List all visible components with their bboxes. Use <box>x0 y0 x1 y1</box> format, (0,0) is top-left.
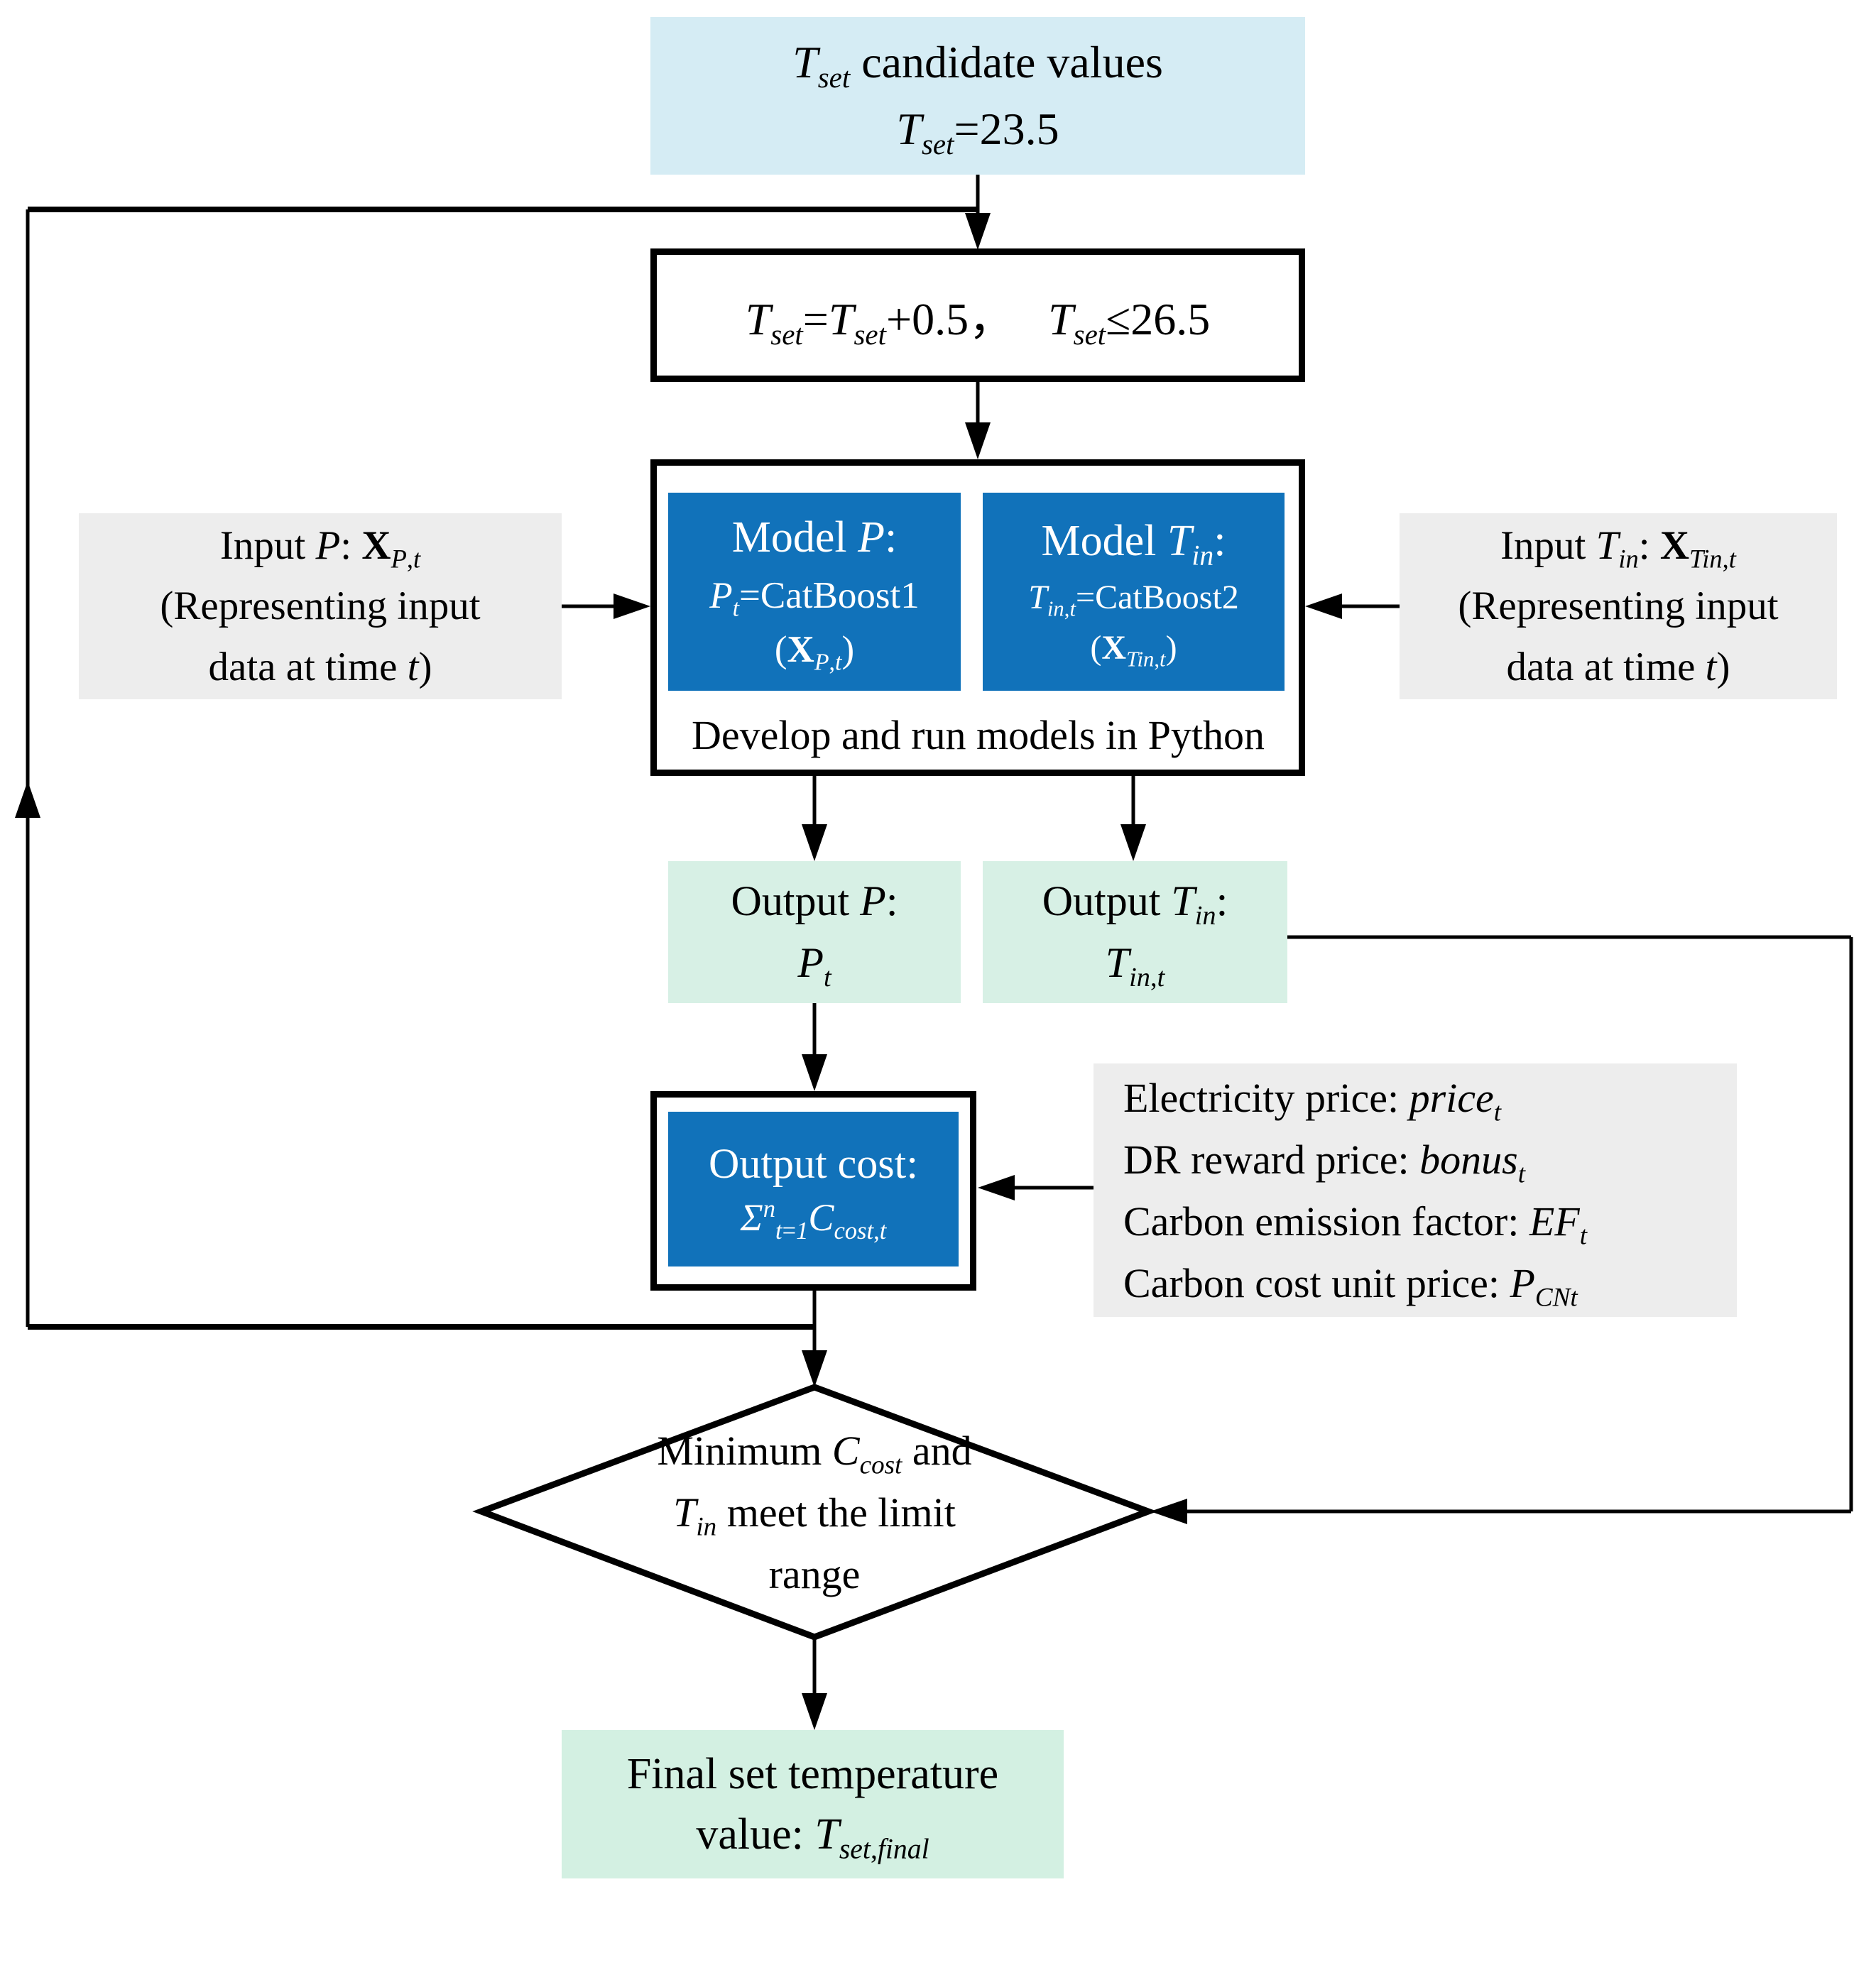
decision-diamond-shape <box>472 1384 1157 1641</box>
arrowhead-feedback-up <box>15 781 40 818</box>
price-info-box: Electricity price: pricet DR reward pric… <box>1094 1063 1737 1317</box>
price-info-line-dr-reward: DR reward price: bonust <box>1123 1136 1525 1189</box>
model-tin-arguments: (XTin,t) <box>1090 629 1177 672</box>
input-p-line2: (Representing input <box>160 584 481 629</box>
input-tin-line2: (Representing input <box>1458 584 1779 629</box>
output-tin-box: Output Tin: Tin,t <box>983 861 1287 1003</box>
arrowhead-into-output-tin <box>1120 824 1146 861</box>
model-tin-box: Model Tin: Tin,t=CatBoost2 (XTin,t) <box>983 493 1285 691</box>
output-p-value: Pt <box>797 939 831 992</box>
input-tin-line3: data at time t) <box>1506 644 1730 689</box>
models-caption: Develop and run models in Python <box>657 706 1299 763</box>
final-value-box: Final set temperature value: Tset,final <box>562 1730 1064 1878</box>
price-info-line-emission-factor: Carbon emission factor: EFt <box>1123 1198 1587 1251</box>
arrowhead-into-final <box>802 1693 827 1730</box>
output-cost-box: Output cost: Σnt=1Ccost,t <box>668 1112 959 1266</box>
output-p-box: Output P: Pt <box>668 861 961 1003</box>
input-p-box: Input P: XP,t (Representing input data a… <box>79 513 562 699</box>
models-caption-text: Develop and run models in Python <box>691 711 1265 758</box>
model-tin-title: Model Tin: <box>1041 517 1226 571</box>
arrowhead-into-diamond-right <box>1150 1499 1187 1524</box>
model-p-box: Model P: Pt=CatBoost1 (XP,t) <box>668 493 961 691</box>
input-p-line1: Input P: XP,t <box>219 523 421 574</box>
input-p-line3: data at time t) <box>208 644 432 689</box>
arrowhead-input-p <box>613 593 650 619</box>
output-cost-formula: Σnt=1Ccost,t <box>740 1195 887 1244</box>
final-line2: value: Tset,final <box>696 1810 929 1864</box>
output-cost-line1: Output cost: <box>709 1139 918 1187</box>
arrowhead-input-tin <box>1305 593 1342 619</box>
arrowhead-into-output-p <box>802 824 827 861</box>
decision-line3: range <box>768 1550 861 1597</box>
model-p-arguments: (XP,t) <box>774 629 855 676</box>
output-tin-value: Tin,t <box>1105 939 1165 992</box>
output-p-line1: Output P: <box>731 877 898 924</box>
decision-line2: Tin meet the limit <box>673 1489 956 1542</box>
decision-line1: Minimum Ccost and <box>657 1427 972 1480</box>
arrowhead-into-cost <box>802 1054 827 1091</box>
final-line1: Final set temperature <box>626 1749 999 1798</box>
output-tin-line1: Output Tin: <box>1042 877 1228 931</box>
model-p-equation: Pt=CatBoost1 <box>709 575 920 622</box>
arrowhead-into-update <box>965 213 991 250</box>
price-info-line-carbon-cost: Carbon cost unit price: PCNt <box>1123 1259 1578 1313</box>
arrowhead-price-into-cost <box>978 1175 1015 1200</box>
tset-candidates-box: Tset candidate values Tset=23.5 <box>650 17 1305 175</box>
input-tin-line1: Input Tin: XTin,t <box>1500 523 1736 574</box>
tset-candidates-line1: Tset candidate values <box>792 37 1163 94</box>
arrowhead-into-diamond-top <box>802 1350 827 1387</box>
price-info-line-electricity: Electricity price: pricet <box>1123 1074 1502 1127</box>
tset-candidates-line2: Tset=23.5 <box>896 104 1059 160</box>
model-tin-equation: Tin,t=CatBoost2 <box>1028 579 1239 621</box>
model-p-title: Model P: <box>731 513 898 562</box>
input-tin-box: Input Tin: XTin,t (Representing input da… <box>1400 513 1837 699</box>
tset-update-text: Tset=Tset+0.5， Tset≤26.5 <box>745 294 1211 351</box>
arrowhead-into-models <box>965 422 991 459</box>
tset-update-box: Tset=Tset+0.5， Tset≤26.5 <box>650 248 1305 382</box>
decision-diamond-label: Minimum Ccost and Tin meet the limit ran… <box>548 1423 1081 1601</box>
